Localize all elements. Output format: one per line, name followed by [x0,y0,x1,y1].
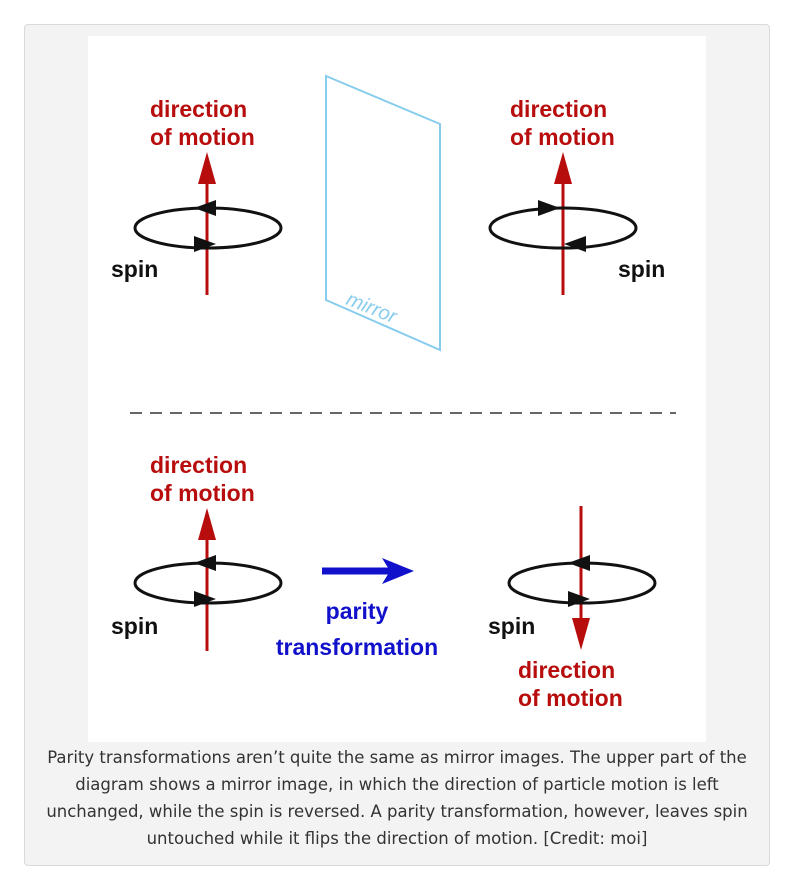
top-left-motion-label-1: direction [150,96,247,122]
mirror-plane [325,74,441,352]
top-right-spin-arrow-bottom-icon [564,236,586,252]
top-right-motion-arrowhead-up-icon [554,152,572,184]
bottom-left-motion-label-1: direction [150,452,247,478]
top-right-spin-loop [488,206,638,250]
top-left-spin-label: spin [111,256,158,282]
mirror: mirror [325,74,441,352]
parity-transformation: parity transformation [276,558,438,660]
bottom-right-motion-arrowhead-down-icon [572,618,590,650]
bottom-left-particle: direction of motion spin [111,452,283,651]
top-right-spin-arrow-top-icon [538,200,560,216]
top-left-spin-arrow-top-icon [194,200,216,216]
top-left-motion-arrowhead-up-icon [198,152,216,184]
parity-diagram: direction of motion spin mirror directio… [88,36,706,742]
top-right-particle: direction of motion spin [488,96,665,295]
bottom-right-spin-arrow-top-icon [568,555,590,571]
bottom-right-spin-arrow-bottom-icon [568,591,590,607]
mirror-label: mirror [343,288,401,328]
bottom-right-particle: spin direction of motion [488,506,657,711]
figure-caption: Parity transformations aren’t quite the … [46,748,748,848]
top-left-spin-arrow-bottom-icon [194,236,216,252]
bottom-left-motion-label-2: of motion [150,480,255,506]
parity-label-2: transformation [276,634,438,660]
bottom-right-motion-label-1: direction [518,657,615,683]
bottom-right-motion-label-2: of motion [518,685,623,711]
top-right-motion-label-1: direction [510,96,607,122]
top-left-motion-label-2: of motion [150,124,255,150]
top-left-particle: direction of motion spin [111,96,283,295]
bottom-left-motion-arrowhead-up-icon [198,508,216,540]
parity-label-1: parity [326,598,389,624]
bottom-left-spin-label: spin [111,613,158,639]
parity-arrow-right-icon [382,558,414,584]
bottom-left-spin-arrow-bottom-icon [194,591,216,607]
bottom-left-spin-arrow-top-icon [194,555,216,571]
top-right-motion-label-2: of motion [510,124,615,150]
bottom-right-spin-label: spin [488,613,535,639]
top-right-spin-label: spin [618,256,665,282]
